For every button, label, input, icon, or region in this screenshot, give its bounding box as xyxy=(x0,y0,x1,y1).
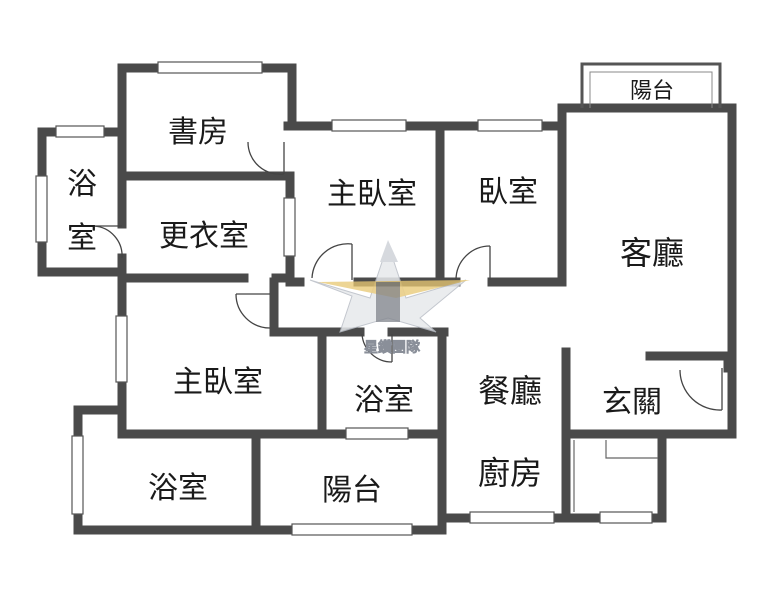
label-balcony-bottom: 陽台 xyxy=(322,473,382,508)
window-bath-center xyxy=(345,427,409,440)
label-bath-left-bottom: 室 xyxy=(67,221,97,256)
label-master-bedroom-lower: 主臥室 xyxy=(173,365,263,400)
label-study: 書房 xyxy=(168,115,228,150)
label-living-room: 客廳 xyxy=(620,234,684,272)
window-closet xyxy=(283,197,296,257)
room-labels: 書房 浴 室 更衣室 主臥室 臥室 客廳 陽台 主臥室 浴室 餐廳 廚房 玄關 … xyxy=(67,79,684,508)
window-balcony-bottom xyxy=(291,523,413,536)
doors xyxy=(92,141,723,411)
window-bath-left-side xyxy=(35,175,48,243)
label-bedroom: 臥室 xyxy=(478,175,538,210)
window-bedroom xyxy=(477,119,543,132)
label-bath-bottom-left: 浴室 xyxy=(148,471,208,506)
label-balcony-top: 陽台 xyxy=(630,79,674,104)
label-walk-in-closet: 更衣室 xyxy=(159,219,249,254)
balcony-top-frame xyxy=(580,62,722,108)
window-bath-bottom-left xyxy=(71,435,84,515)
label-bath-left-top: 浴 xyxy=(67,167,97,202)
label-bath-center: 浴室 xyxy=(354,383,414,418)
window-entrance xyxy=(599,511,653,524)
star-logo-watermark xyxy=(309,240,470,333)
label-kitchen: 廚房 xyxy=(478,454,542,492)
label-entrance: 玄關 xyxy=(602,385,662,420)
watermark-brand-text: 星鑽團隊 xyxy=(364,339,421,356)
label-master-bedroom-upper: 主臥室 xyxy=(327,177,417,212)
windows xyxy=(35,61,653,536)
window-study xyxy=(157,61,263,74)
window-bath-left-top xyxy=(55,125,105,138)
window-master-lower xyxy=(115,315,128,383)
window-kitchen xyxy=(469,511,555,524)
window-master-upper xyxy=(331,119,407,132)
kitchen-details xyxy=(573,440,658,512)
label-dining-room: 餐廳 xyxy=(478,372,542,410)
